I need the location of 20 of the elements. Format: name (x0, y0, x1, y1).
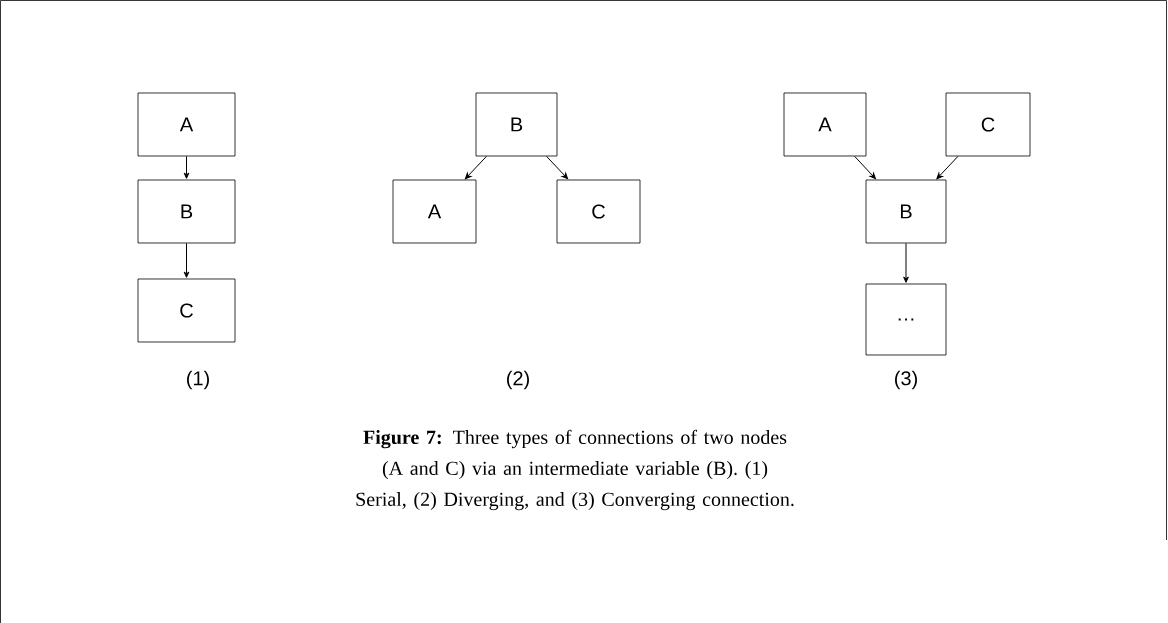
node-box: A (137, 92, 236, 157)
node-box: C (945, 92, 1031, 157)
arrow (936, 155, 959, 180)
arrow (854, 155, 876, 180)
node-box: A (783, 92, 867, 157)
figure-caption: Figure 7: Three types of connections of two nodes (A and C) via an intermediate variable (B). (1) Serial, (2) Diverging, and (3) Converging connection. (356, 429, 794, 511)
node-box: C (556, 179, 641, 244)
arrow (183, 155, 190, 179)
arrow (903, 242, 909, 283)
node-box: B (865, 179, 947, 244)
node-box: B (137, 179, 236, 244)
arrow (183, 242, 190, 278)
panel-label: (2) (507, 370, 529, 390)
node-box: … (865, 283, 947, 356)
arrow (464, 155, 487, 180)
node-box: A (392, 179, 477, 244)
panel-label: (1) (187, 370, 209, 390)
arrow (546, 155, 569, 180)
node-box: C (137, 278, 236, 343)
node-box: B (475, 92, 558, 157)
